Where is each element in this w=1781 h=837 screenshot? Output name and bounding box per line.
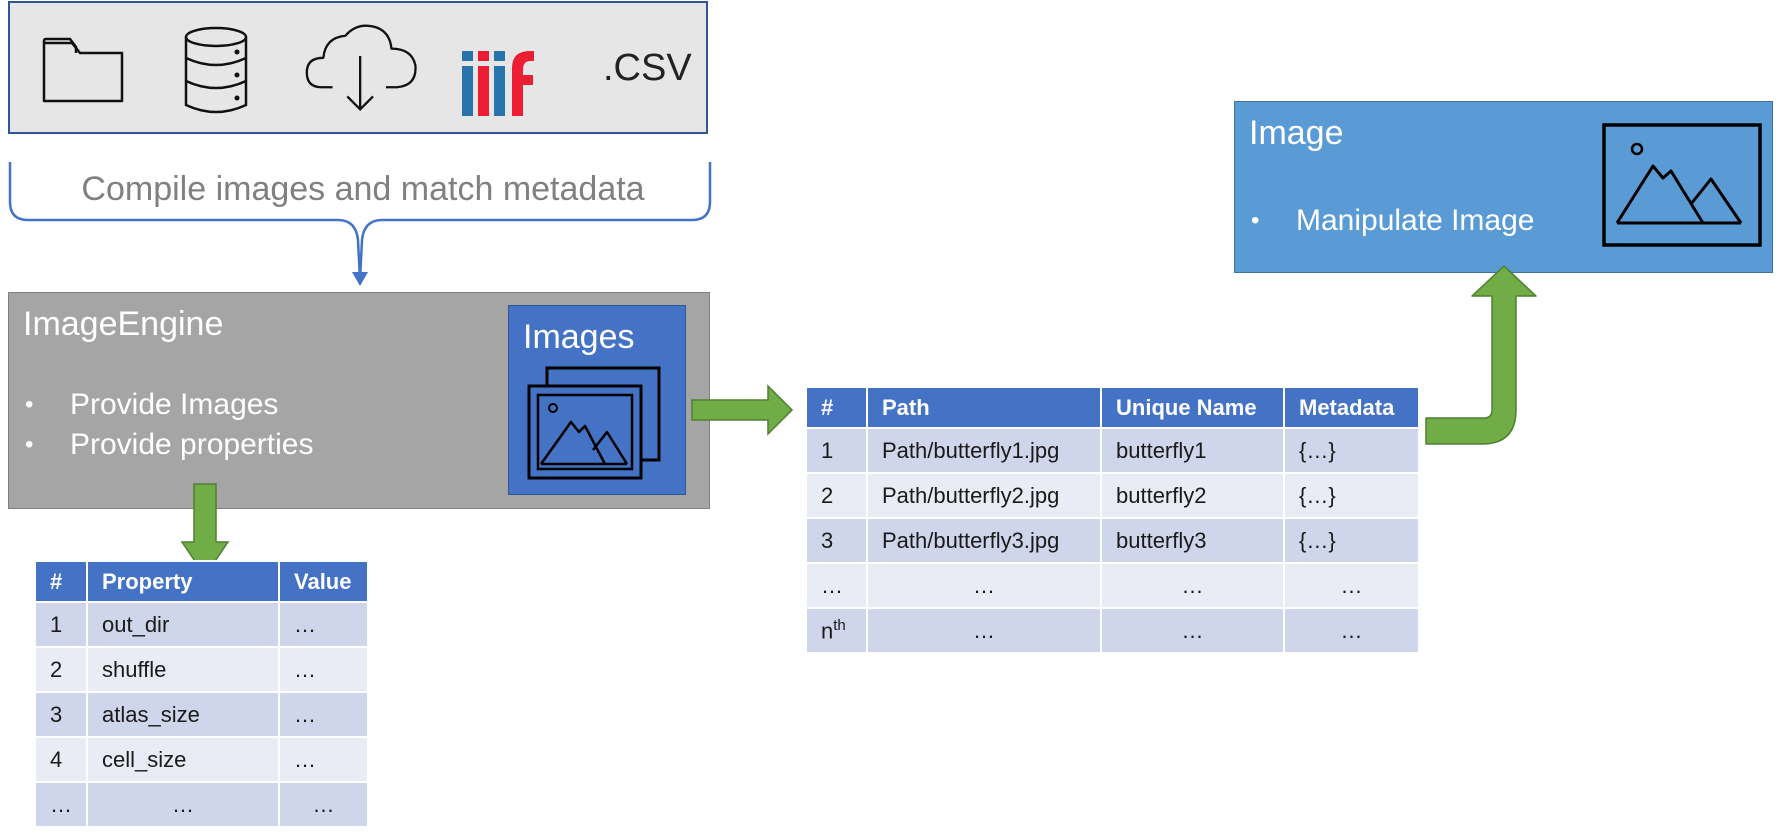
cell-metadata: … — [1283, 562, 1420, 609]
cell-index: 2 — [805, 472, 868, 519]
header-property: Property — [86, 560, 280, 603]
cell-path: … — [866, 562, 1102, 609]
cell-value: … — [278, 691, 369, 738]
cell-index: 1 — [34, 601, 88, 648]
arrow-bent-to-image — [1425, 265, 1537, 445]
cell-metadata: {…} — [1283, 472, 1420, 519]
cell-property: atlas_size — [86, 691, 280, 738]
cell-property: … — [86, 781, 280, 828]
cell-metadata: {…} — [1283, 517, 1420, 564]
cell-unique-name: butterfly2 — [1100, 472, 1285, 519]
property-table-header: # Property Value — [34, 560, 369, 603]
sources-box: .CSV — [8, 1, 708, 134]
image-bullets: Manipulate Image — [1249, 201, 1534, 241]
iiif-logo — [462, 51, 534, 116]
cell-path: … — [866, 607, 1102, 654]
cell-unique-name: … — [1100, 607, 1285, 654]
cell-index: nth — [805, 607, 868, 654]
cell-metadata: … — [1283, 607, 1420, 654]
cell-value: … — [278, 736, 369, 783]
cell-index: … — [34, 781, 88, 828]
cell-property: shuffle — [86, 646, 280, 693]
table-row: … … … — [34, 781, 369, 828]
table-row: 3 Path/butterfly3.jpg butterfly3 {…} — [805, 517, 1420, 564]
cell-metadata: {…} — [1283, 427, 1420, 474]
folder-icon — [42, 37, 124, 103]
cell-index: 3 — [805, 517, 868, 564]
header-metadata: Metadata — [1283, 386, 1420, 429]
cell-path: Path/butterfly2.jpg — [866, 472, 1102, 519]
header-path: Path — [866, 386, 1102, 429]
cell-index: … — [805, 562, 868, 609]
cell-index: 3 — [34, 691, 88, 738]
arrow-down-to-properties — [180, 483, 230, 578]
cell-property: out_dir — [86, 601, 280, 648]
cloud-download-icon — [305, 24, 417, 111]
bullet-provide-images: Provide Images — [23, 385, 313, 425]
image-data-table: # Path Unique Name Metadata 1 Path/butte… — [805, 386, 1420, 654]
cell-index: 4 — [34, 736, 88, 783]
table-row: nth … … … — [805, 607, 1420, 654]
property-table: # Property Value 1 out_dir … 2 shuffle …… — [34, 560, 369, 828]
cell-unique-name: … — [1100, 562, 1285, 609]
table-row: 3 atlas_size … — [34, 691, 369, 738]
compile-brace — [8, 162, 712, 286]
imageengine-bullets: Provide Images Provide properties — [23, 385, 313, 465]
cell-value: … — [278, 646, 369, 693]
cell-value: … — [278, 601, 369, 648]
header-unique-name: Unique Name — [1100, 386, 1285, 429]
images-title: Images — [523, 318, 635, 356]
table-row: … … … … — [805, 562, 1420, 609]
data-table-header: # Path Unique Name Metadata — [805, 386, 1420, 429]
database-icon — [184, 26, 248, 114]
cell-index: 1 — [805, 427, 868, 474]
bullet-manipulate-image: Manipulate Image — [1249, 201, 1534, 241]
cell-index: 2 — [34, 646, 88, 693]
cell-path: Path/butterfly3.jpg — [866, 517, 1102, 564]
header-value: Value — [278, 560, 369, 603]
cell-unique-name: butterfly1 — [1100, 427, 1285, 474]
table-row: 1 out_dir … — [34, 601, 369, 648]
table-row: 2 Path/butterfly2.jpg butterfly2 {…} — [805, 472, 1420, 519]
table-row: 2 shuffle … — [34, 646, 369, 693]
bullet-provide-properties: Provide properties — [23, 425, 313, 465]
imageengine-title: ImageEngine — [23, 305, 224, 343]
cell-value: … — [278, 781, 369, 828]
cell-path: Path/butterfly1.jpg — [866, 427, 1102, 474]
cell-unique-name: butterfly3 — [1100, 517, 1285, 564]
image-title: Image — [1249, 114, 1344, 152]
image-icon — [1602, 123, 1762, 247]
header-index: # — [34, 560, 88, 603]
image-box: Image Manipulate Image — [1234, 101, 1773, 273]
cell-property: cell_size — [86, 736, 280, 783]
compile-caption: Compile images and match metadata — [81, 170, 645, 208]
table-row: 4 cell_size … — [34, 736, 369, 783]
nth-label: n — [821, 618, 834, 644]
stacked-images-icon — [527, 366, 661, 480]
table-row: 1 Path/butterfly1.jpg butterfly1 {…} — [805, 427, 1420, 474]
nth-superscript: th — [833, 616, 846, 634]
images-box: Images — [508, 305, 686, 495]
header-index: # — [805, 386, 868, 429]
arrow-right-to-table — [691, 384, 794, 436]
csv-label: .CSV — [603, 47, 692, 89]
